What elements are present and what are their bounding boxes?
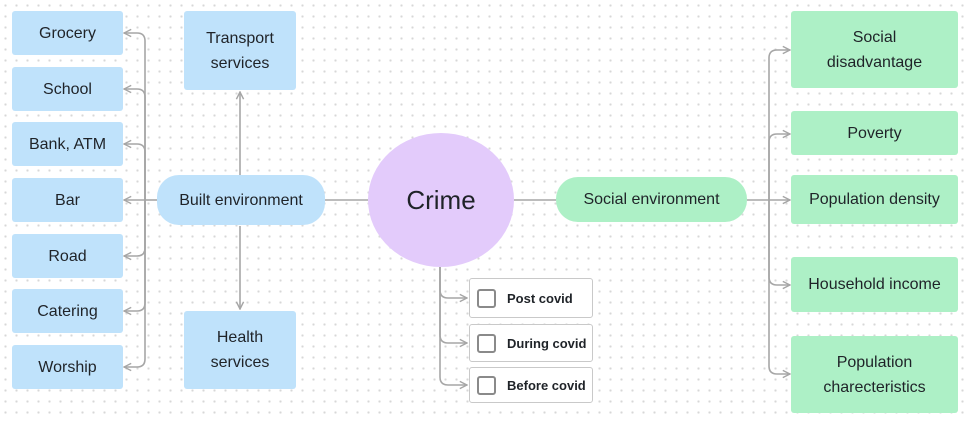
node-label: Bar [55, 191, 80, 209]
edge-amenity-grocery [124, 33, 146, 200]
edge-factor-characteristics [768, 200, 790, 374]
node-label: Household income [808, 276, 941, 293]
edge-factor-income [768, 200, 790, 285]
node-bar[interactable]: Bar [12, 178, 123, 222]
node-label: Grocery [39, 24, 96, 42]
period-label: During covid [507, 335, 587, 351]
edge-period-before [439, 267, 467, 385]
node-worship[interactable]: Worship [12, 345, 123, 389]
edge-amenity-school [124, 89, 146, 200]
node-poverty[interactable]: Poverty [791, 111, 958, 155]
edge-factor-poverty [768, 134, 790, 200]
node-label: School [43, 80, 92, 98]
node-label: Catering [37, 302, 98, 320]
node-label: Population charecteristics [823, 353, 926, 396]
node-label: Social environment [583, 191, 720, 208]
node-catering[interactable]: Catering [12, 289, 123, 333]
edge-amenity-worship [124, 200, 146, 367]
period-post-covid[interactable]: Post covid [469, 278, 593, 318]
node-population-density[interactable]: Population density [791, 175, 958, 224]
checkbox[interactable] [477, 333, 496, 353]
node-bank-atm[interactable]: Bank, ATM [12, 122, 123, 166]
period-label: Post covid [507, 290, 573, 306]
node-label: Built environment [179, 191, 303, 209]
node-crime[interactable]: Crime [368, 133, 514, 267]
node-label: Crime [406, 184, 476, 215]
edge-factor-disadvantage [768, 50, 790, 200]
node-label: Population density [809, 191, 940, 208]
node-label: Worship [38, 358, 97, 376]
node-population-characteristics[interactable]: Population charecteristics [791, 336, 958, 413]
node-health-services[interactable]: Health services [184, 311, 296, 389]
node-transport-services[interactable]: Transport services [184, 11, 296, 90]
node-road[interactable]: Road [12, 234, 123, 278]
node-grocery[interactable]: Grocery [12, 11, 123, 55]
node-household-income[interactable]: Household income [791, 257, 958, 312]
period-before-covid[interactable]: Before covid [469, 367, 593, 403]
node-label: Road [48, 247, 87, 265]
node-label: Social disadvantage [826, 28, 923, 71]
node-label: Poverty [847, 124, 902, 142]
edge-amenity-bank [124, 144, 146, 200]
edge-period-during [439, 267, 467, 343]
period-during-covid[interactable]: During covid [469, 324, 593, 362]
node-school[interactable]: School [12, 67, 123, 111]
edge-amenity-road [124, 200, 146, 256]
node-social-disadvantage[interactable]: Social disadvantage [791, 11, 958, 88]
edge-period-post [439, 267, 467, 298]
node-label: Transport services [206, 29, 274, 72]
node-social-environment[interactable]: Social environment [556, 177, 747, 222]
checkbox[interactable] [477, 375, 496, 395]
node-label: Bank, ATM [28, 135, 107, 153]
period-label: Before covid [507, 377, 586, 393]
checkbox[interactable] [477, 288, 496, 308]
node-label: Health services [210, 329, 270, 371]
node-built-environment[interactable]: Built environment [157, 175, 325, 225]
